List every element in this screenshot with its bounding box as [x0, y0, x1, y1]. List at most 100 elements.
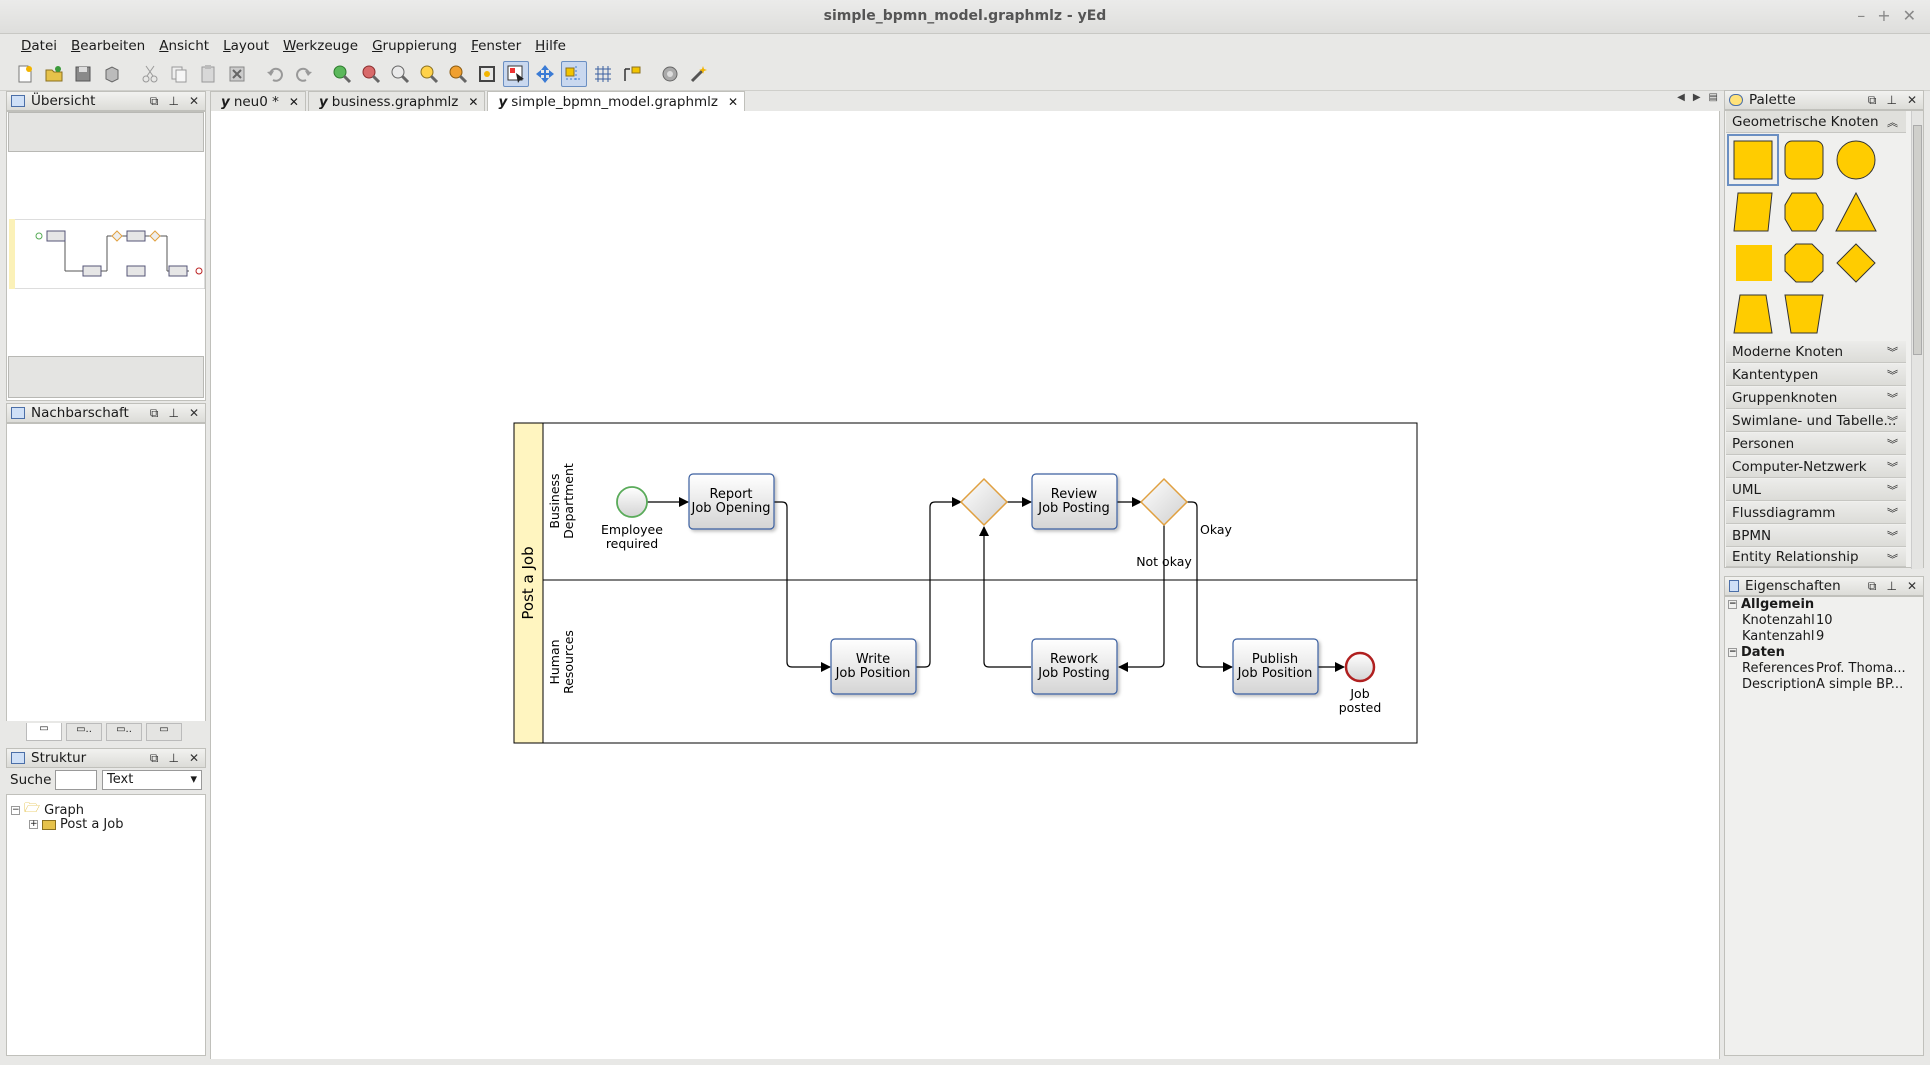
menu-layout[interactable]: Layout	[223, 38, 269, 54]
delete-icon[interactable]	[224, 61, 250, 87]
tab-scroll-right-icon[interactable]: ▶	[1692, 92, 1701, 103]
menu-gruppierung[interactable]: Gruppierung	[372, 38, 458, 54]
palette-scroll-thumb[interactable]	[1913, 125, 1922, 355]
tab-close-icon[interactable]: ✕	[468, 95, 479, 109]
palette-shape-filled-rectangle[interactable]	[1736, 245, 1772, 281]
tab-close-icon[interactable]: ✕	[728, 95, 739, 109]
tab-close-icon[interactable]: ✕	[288, 95, 299, 109]
palette-shape-trapezoid[interactable]	[1733, 294, 1773, 334]
collapse-icon[interactable]: −	[11, 804, 20, 815]
panel-float-icon[interactable]: ⧉	[149, 406, 159, 420]
pool-post-a-job[interactable]: Post a Job	[513, 422, 1418, 744]
palette-category-modern[interactable]: Moderne Knoten︾	[1726, 341, 1906, 363]
menu-fenster[interactable]: Fenster	[471, 38, 522, 54]
palette-category-uml[interactable]: UML︾	[1726, 479, 1906, 501]
open-folder-icon[interactable]	[41, 61, 67, 87]
palette-shapes[interactable]	[1726, 133, 1902, 339]
palette-shape-parallelogram[interactable]	[1733, 192, 1773, 232]
zoom-original-icon[interactable]	[387, 61, 413, 87]
panel-pin-icon[interactable]: ⊥	[168, 751, 179, 765]
palette-category-bpmn[interactable]: BPMN︾	[1726, 525, 1906, 547]
structure-tree[interactable]: − 🗁 Graph + Post a Job	[6, 794, 206, 1056]
bpmn-diagram[interactable]: Post a Job BusinessDepartment HumanResou…	[211, 111, 1721, 1059]
structure-mode-select[interactable]: Text ▾	[102, 770, 202, 790]
expand-icon[interactable]: +	[29, 819, 38, 829]
menu-werkzeuge[interactable]: Werkzeuge	[283, 38, 359, 54]
minimize-button[interactable]: –	[1857, 6, 1866, 25]
panel-pin-icon[interactable]: ⊥	[1886, 93, 1897, 107]
redo-icon[interactable]	[291, 61, 317, 87]
palette-scrollbar[interactable]	[1911, 111, 1923, 569]
palette-shape-rounded-rectangle[interactable]	[1784, 140, 1824, 180]
palette-shape-rectangle[interactable]	[1733, 140, 1773, 180]
zoom-selection-icon[interactable]	[445, 61, 471, 87]
panel-float-icon[interactable]: ⧉	[1867, 93, 1877, 107]
export-icon[interactable]	[99, 61, 125, 87]
neighborhood-tab-icon[interactable]: ▭	[26, 723, 62, 741]
flow-not-okay-to-rework[interactable]	[1118, 525, 1165, 672]
palette-category-network[interactable]: Computer-Netzwerk︾	[1726, 456, 1906, 478]
menu-datei[interactable]: Datei	[21, 38, 58, 54]
flow-write-to-gateway1[interactable]	[915, 497, 962, 668]
panel-float-icon[interactable]: ⧉	[149, 94, 159, 108]
copy-icon[interactable]	[166, 61, 192, 87]
palette-category-geometric[interactable]: Geometrische Knoten ︽	[1726, 111, 1906, 133]
tree-item-graph[interactable]: − 🗁 Graph	[11, 799, 84, 821]
properties-section-general[interactable]: − Allgemein	[1728, 597, 1815, 612]
palette-category-edges[interactable]: Kantentypen︾	[1726, 364, 1906, 386]
palette-category-er[interactable]: Entity Relationship︾	[1726, 548, 1906, 567]
panel-close-icon[interactable]: ✕	[188, 406, 199, 420]
neighborhood-tab-icon[interactable]: ▭..	[106, 723, 142, 741]
palette-category-flowchart[interactable]: Flussdiagramm︾	[1726, 502, 1906, 524]
palette-shape-hexagon[interactable]	[1784, 192, 1824, 232]
panel-pin-icon[interactable]: ⊥	[168, 94, 179, 108]
palette-category-groups[interactable]: Gruppenknoten︾	[1726, 387, 1906, 409]
panel-close-icon[interactable]: ✕	[188, 94, 199, 108]
palette-shape-octagon[interactable]	[1784, 243, 1824, 283]
properties-section-data[interactable]: − Daten	[1728, 645, 1785, 660]
neighborhood-panel[interactable]	[6, 423, 206, 721]
snap-lines-icon[interactable]	[561, 60, 587, 87]
undo-icon[interactable]	[262, 61, 288, 87]
palette-shape-ellipse[interactable]	[1836, 140, 1876, 180]
tree-item-post-a-job[interactable]: + Post a Job	[29, 817, 124, 832]
paste-icon[interactable]	[195, 61, 221, 87]
panel-pin-icon[interactable]: ⊥	[1886, 579, 1897, 593]
panel-float-icon[interactable]: ⧉	[149, 751, 159, 765]
menu-hilfe[interactable]: Hilfe	[535, 38, 566, 54]
close-window-button[interactable]: ✕	[1902, 6, 1916, 25]
palette-shape-inverted-trapezoid[interactable]	[1784, 294, 1824, 334]
save-icon[interactable]	[70, 61, 96, 87]
zoom-in-icon[interactable]	[329, 61, 355, 87]
lane-business-department[interactable]: BusinessDepartment	[547, 463, 576, 539]
flow-okay-to-publish[interactable]	[1187, 501, 1233, 672]
palette-category-people[interactable]: Personen︾	[1726, 433, 1906, 455]
zoom-out-icon[interactable]	[358, 61, 384, 87]
palette-category-swimlanes[interactable]: Swimlane- und Tabelle...︾	[1726, 410, 1906, 432]
overview-thumbnail[interactable]	[9, 219, 205, 289]
navigation-mode-icon[interactable]	[532, 61, 558, 87]
label-icon[interactable]	[619, 61, 645, 87]
zoom-fit-icon[interactable]	[416, 61, 442, 87]
menu-bearbeiten[interactable]: Bearbeiten	[71, 38, 146, 54]
maximize-button[interactable]: +	[1877, 6, 1891, 25]
graph-canvas[interactable]: Post a Job BusinessDepartment HumanResou…	[210, 111, 1720, 1059]
cut-icon[interactable]	[137, 61, 163, 87]
panel-close-icon[interactable]: ✕	[1906, 579, 1917, 593]
collapse-icon[interactable]: −	[1728, 647, 1737, 657]
gateway-review-decision[interactable]	[1139, 477, 1189, 527]
lane-human-resources[interactable]: HumanResources	[547, 630, 576, 694]
edit-mode-icon[interactable]	[503, 60, 529, 87]
